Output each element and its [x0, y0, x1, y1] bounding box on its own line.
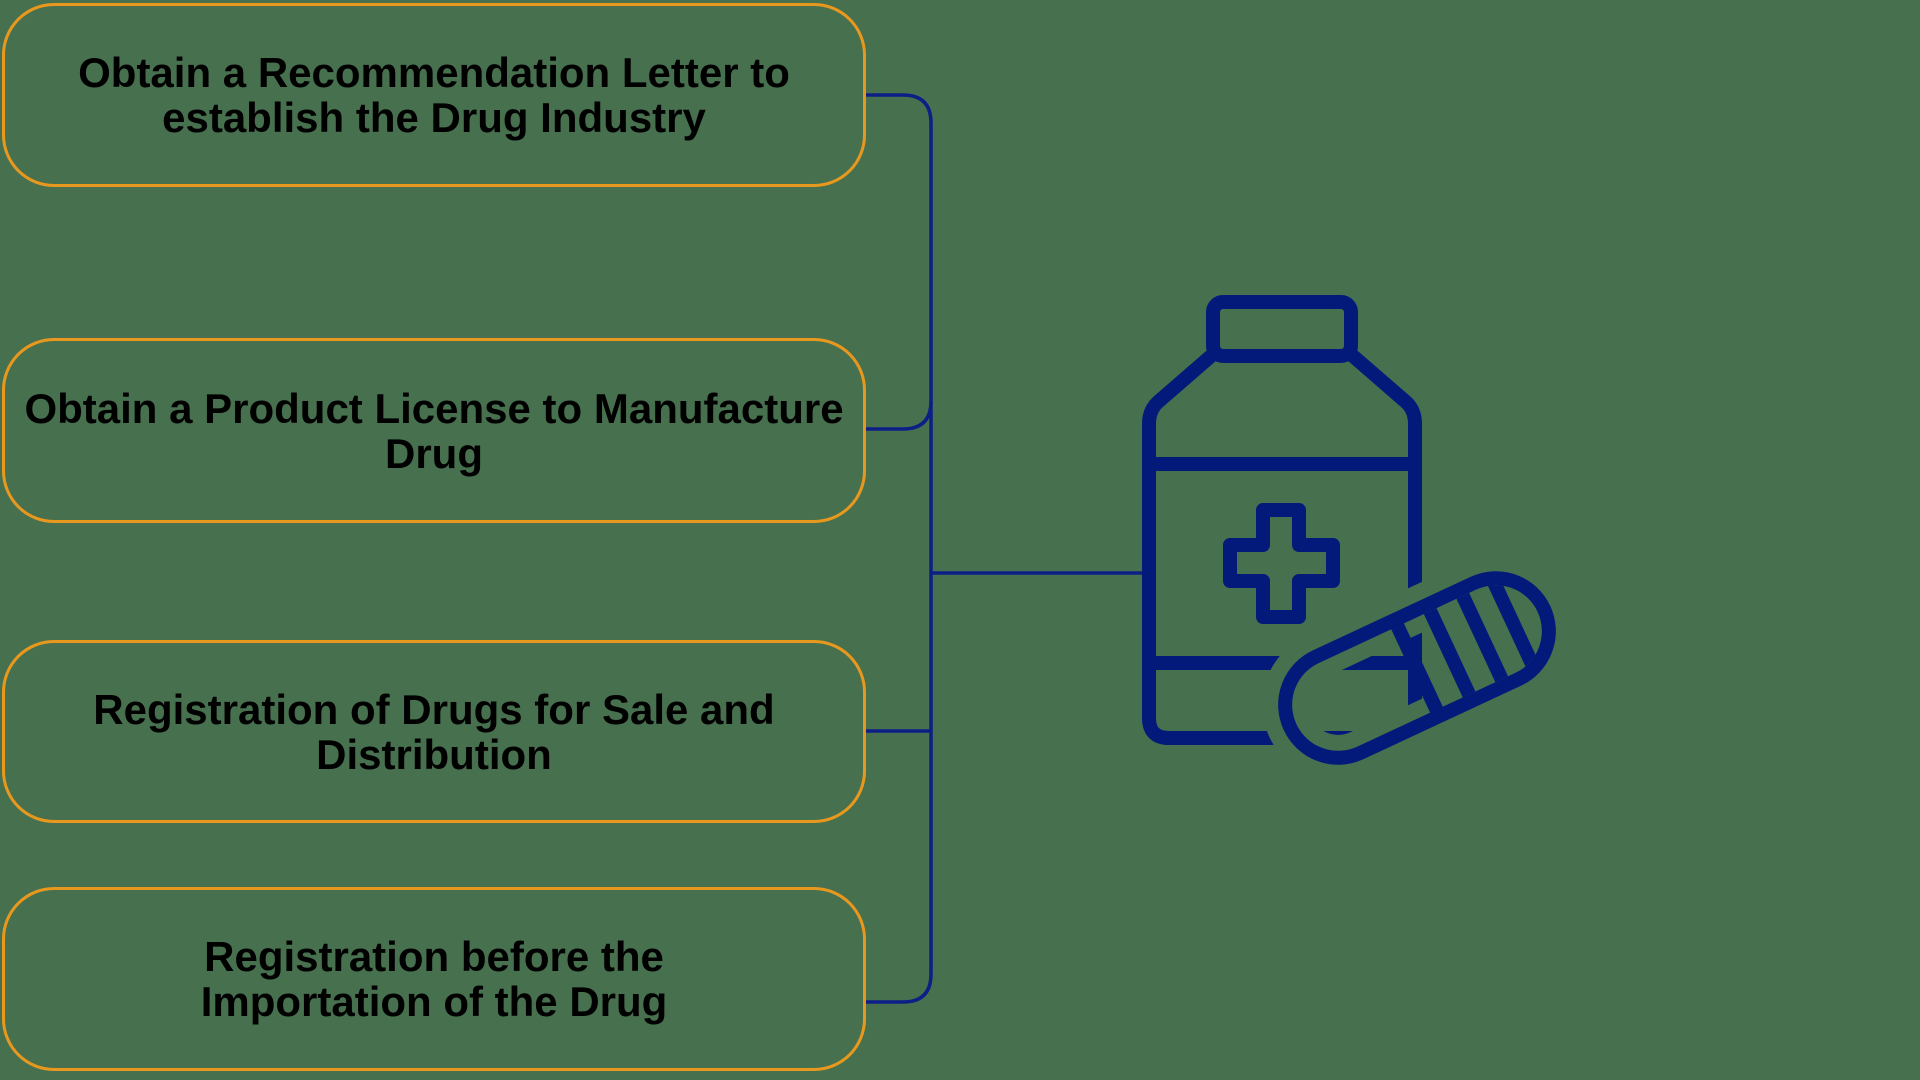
capsule-stripe — [1482, 570, 1544, 679]
step-label-line: Distribution — [316, 730, 552, 778]
connector-trunk-box1-to-box4 — [866, 93, 933, 1004]
capsule-outline — [1278, 571, 1556, 765]
step-box-product-license: Obtain a Product License to Manufacture … — [2, 338, 866, 523]
step-label-line: Obtain a Product License to Manufacture — [24, 384, 844, 432]
step-label-line: Registration before the — [204, 933, 664, 980]
step-label-line: Obtain a Recommendation Letter to — [78, 49, 790, 96]
step-box-recommendation-letter: Obtain a Recommendation Letter to establ… — [2, 3, 866, 187]
step-label-line: Registration of Drugs for Sale and — [93, 685, 775, 733]
step-box-registration-sale-distribution: Registration of Drugs for Sale and Distr… — [2, 640, 866, 823]
step-label-line: establish the Drug Industry — [162, 94, 706, 141]
capsule-divider — [1389, 618, 1445, 718]
step-box-registration-importation: Registration before the Importation of t… — [2, 887, 866, 1071]
connector-stub-box2 — [866, 400, 933, 431]
medical-cross-icon — [1223, 503, 1340, 624]
capsule-stripes — [1418, 570, 1544, 709]
bottle-cap — [1206, 295, 1358, 363]
capsule-stripe — [1418, 597, 1481, 709]
capsule-stripe — [1451, 582, 1514, 694]
step-label-line: Importation of the Drug — [200, 978, 668, 1025]
step-label-line: Drug — [385, 429, 483, 477]
capsule-pill — [1262, 555, 1572, 781]
